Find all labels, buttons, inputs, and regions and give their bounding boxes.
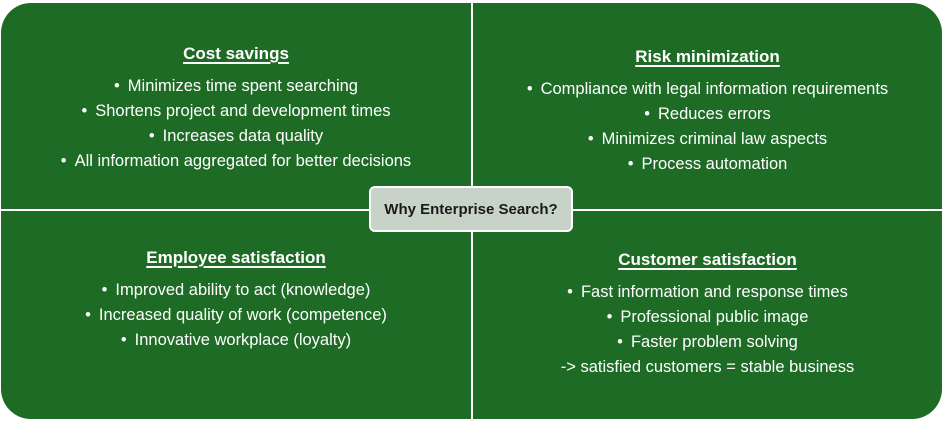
quadrant-cost-savings: Cost savings Minimizes time spent search… <box>1 44 471 174</box>
list-item: Compliance with legal information requir… <box>473 77 942 102</box>
customer-conclusion: -> satisfied customers = stable business <box>560 358 855 376</box>
quadrant-title-risk-minimization: Risk minimization <box>635 47 780 66</box>
list-item: Reduces errors <box>473 102 942 127</box>
center-question-label: Why Enterprise Search? <box>384 200 558 218</box>
list-item: Process automation <box>473 152 942 177</box>
quadrant-customer-satisfaction: Customer satisfaction Fast information a… <box>473 250 942 380</box>
quadrant-title-cost-savings: Cost savings <box>183 44 289 63</box>
list-item: Improved ability to act (knowledge) <box>1 278 471 303</box>
customer-satisfaction-list: Fast information and response times Prof… <box>473 280 942 380</box>
quadrant-board: Cost savings Minimizes time spent search… <box>1 3 942 419</box>
list-item: Increases data quality <box>1 124 471 149</box>
list-item: Shortens project and development times <box>1 99 471 124</box>
list-item: Faster problem solving <box>473 330 942 355</box>
quadrant-risk-minimization: Risk minimization Compliance with legal … <box>473 47 942 177</box>
quadrant-title-customer-satisfaction: Customer satisfaction <box>618 250 797 269</box>
quadrant-employee-satisfaction: Employee satisfaction Improved ability t… <box>1 248 471 353</box>
employee-satisfaction-list: Improved ability to act (knowledge) Incr… <box>1 278 471 353</box>
list-item: All information aggregated for better de… <box>1 149 471 174</box>
list-item: Minimizes time spent searching <box>1 74 471 99</box>
center-question-box: Why Enterprise Search? <box>369 186 573 232</box>
list-item: Increased quality of work (competence) <box>1 303 471 328</box>
cost-savings-list: Minimizes time spent searching Shortens … <box>1 74 471 174</box>
list-item: Innovative workplace (loyalty) <box>1 328 471 353</box>
list-item: Minimizes criminal law aspects <box>473 127 942 152</box>
list-item: Fast information and response times <box>473 280 942 305</box>
list-item: Professional public image <box>473 305 942 330</box>
risk-minimization-list: Compliance with legal information requir… <box>473 77 942 177</box>
quadrant-title-employee-satisfaction: Employee satisfaction <box>146 248 326 267</box>
